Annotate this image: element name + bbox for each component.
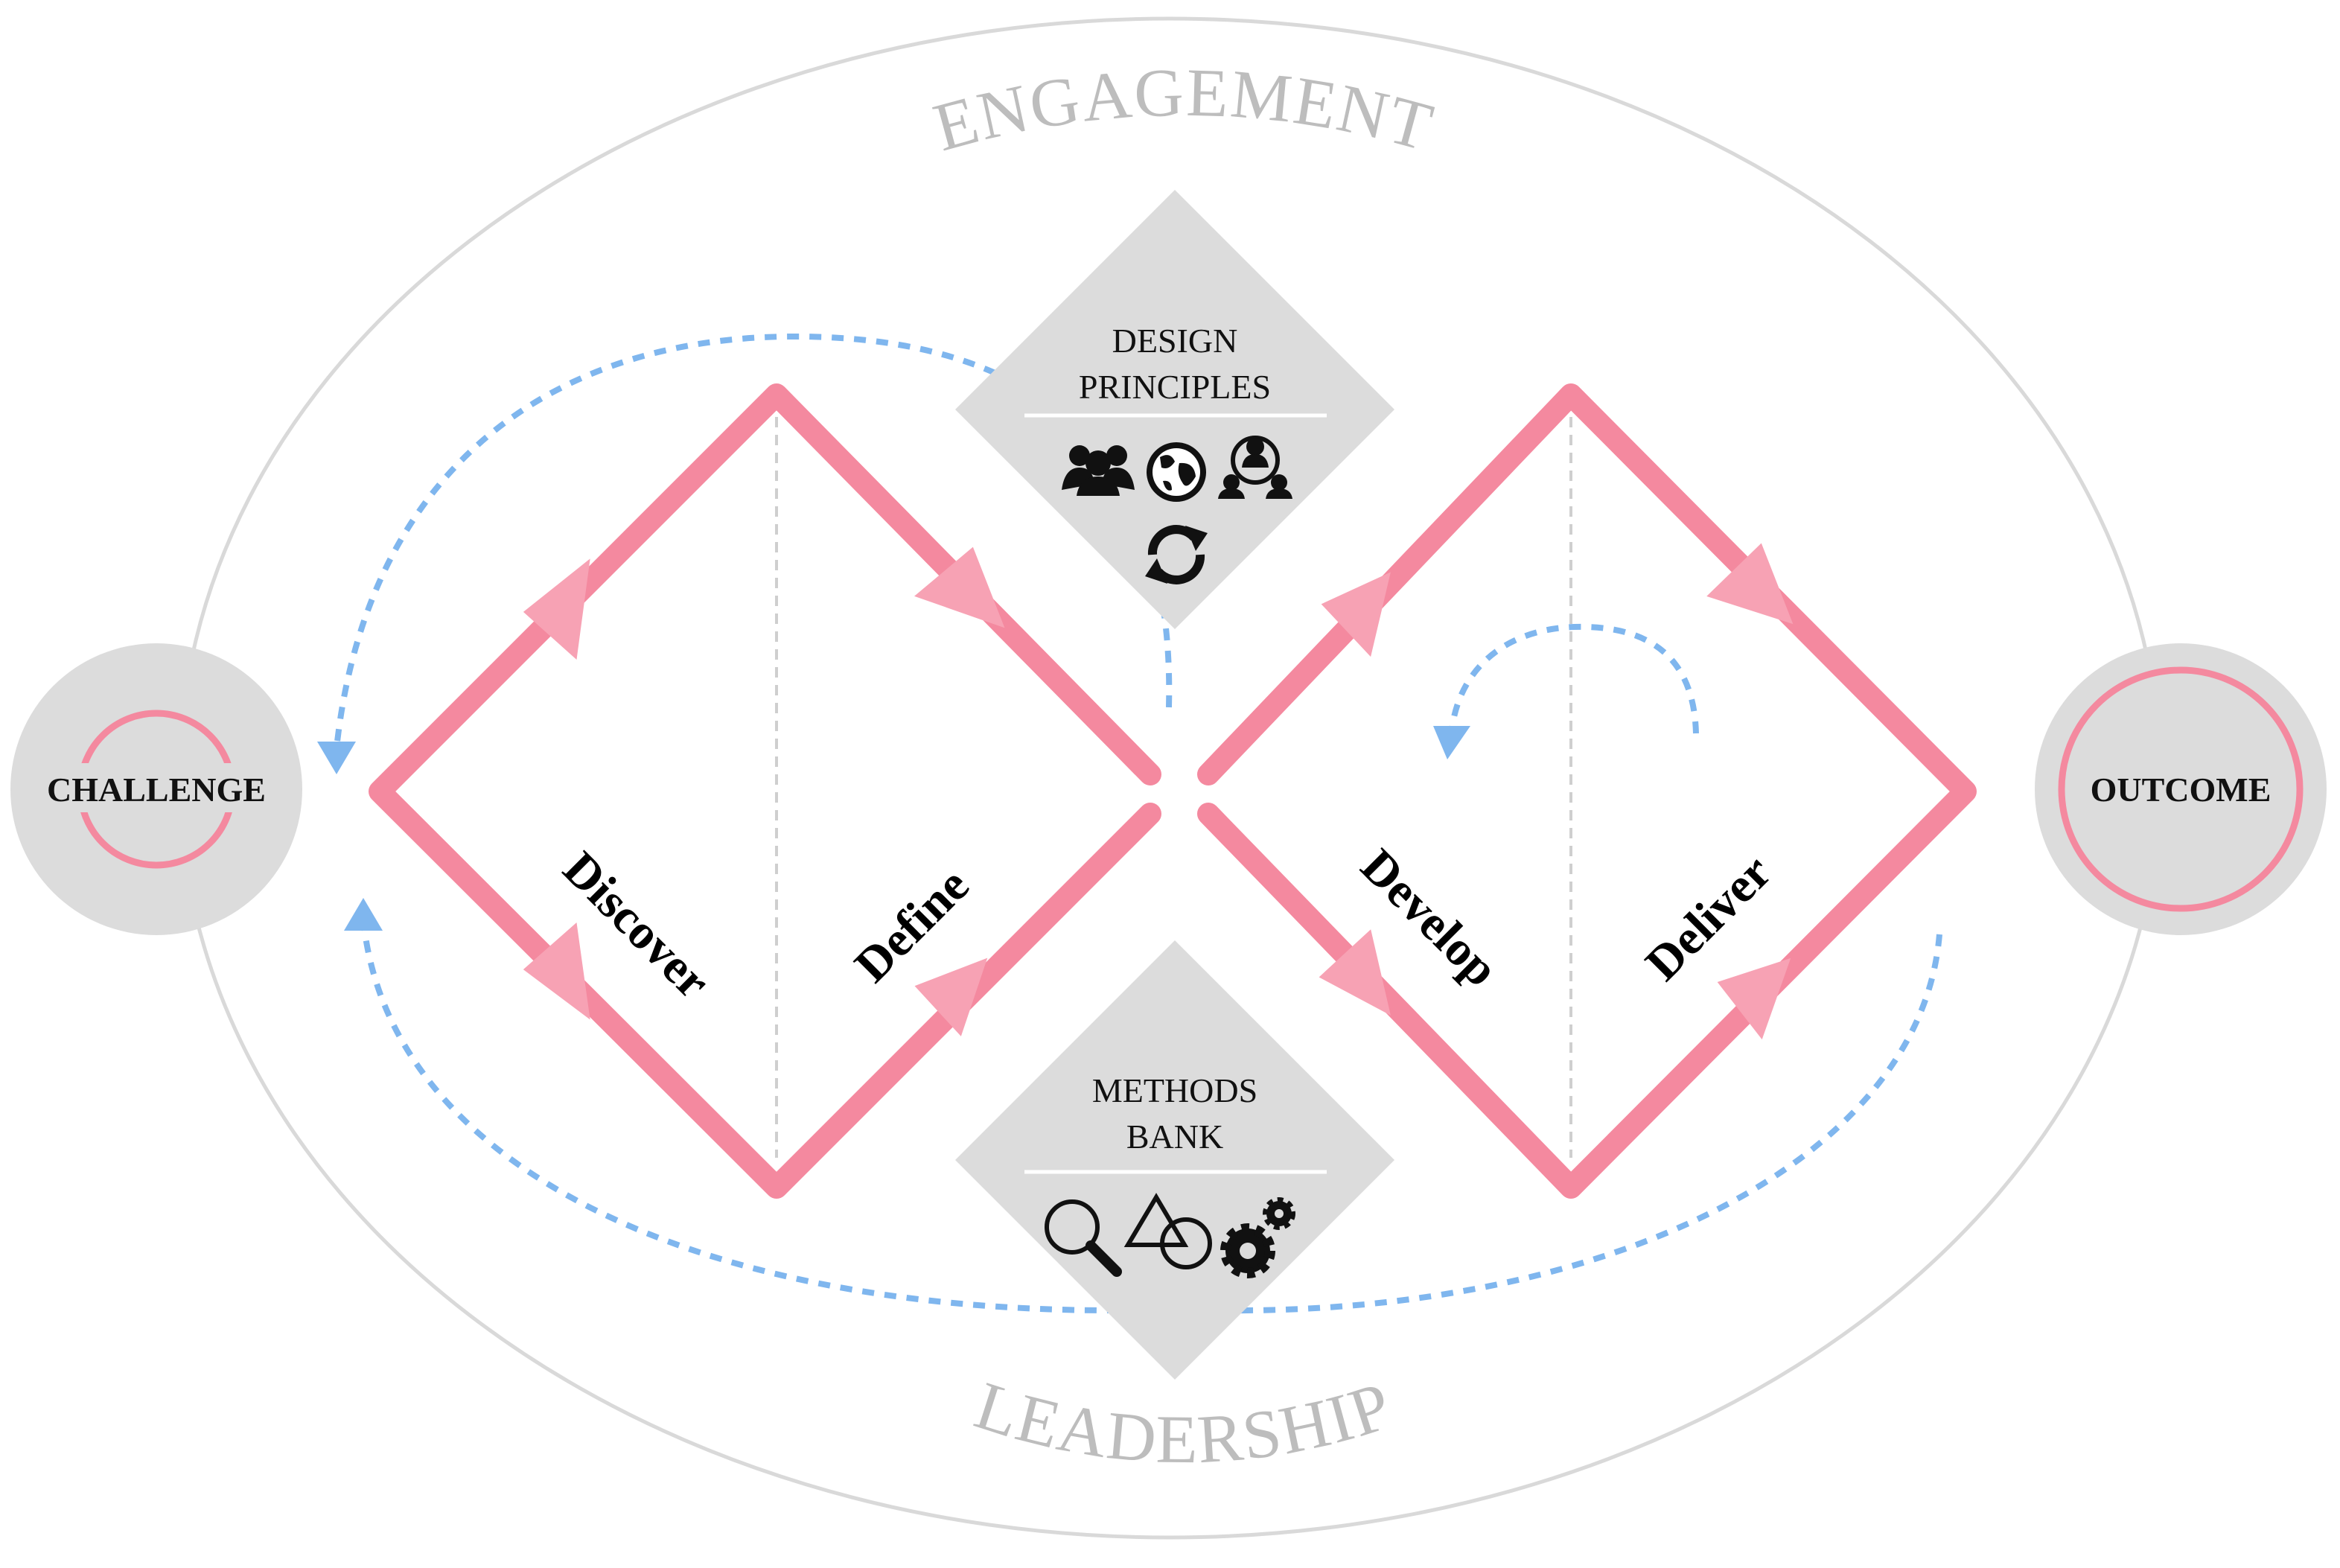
outcome-label: OUTCOME <box>2091 771 2272 809</box>
methods-bank-box: METHODS BANK <box>955 940 1394 1380</box>
design-principles-box: DESIGN PRINCIPLES <box>955 190 1394 629</box>
gears-icon <box>1220 1197 1295 1278</box>
arrowhead-deliver-up <box>1717 957 1791 1040</box>
shapes-icon <box>1123 1193 1212 1269</box>
arrowhead-discover-down <box>523 922 590 1020</box>
phase-dividers <box>775 417 1572 1158</box>
arrowhead-define-down <box>914 546 1005 628</box>
methods-bank-line1: METHODS <box>1092 1071 1257 1109</box>
design-principles-line1: DESIGN <box>1112 322 1238 360</box>
diamond-arrowheads <box>523 543 1794 1040</box>
methods-bank-line2: BANK <box>1126 1118 1223 1156</box>
loop-inner-right <box>1449 623 1699 734</box>
arrowhead-develop-down <box>1319 929 1391 1016</box>
arrowhead-develop-up <box>1321 572 1391 657</box>
challenge-node: CHALLENGE <box>10 643 302 935</box>
engagement-label: ENGAGEMENT <box>926 54 1442 165</box>
arrowhead-define-up <box>914 957 988 1036</box>
diamond-1 <box>369 383 1161 1199</box>
magnifier-icon <box>1045 1199 1122 1277</box>
diamond-2 <box>1197 383 1977 1199</box>
design-principles-line2: PRINCIPLES <box>1079 368 1271 406</box>
refresh-icon <box>1145 525 1208 584</box>
challenge-label: CHALLENGE <box>47 771 266 809</box>
network-people-icon <box>1218 436 1292 499</box>
arrowhead-deliver-down <box>1706 543 1794 625</box>
leadership-label: LEADERSHIP <box>966 1367 1400 1478</box>
double-diamond <box>369 383 1977 1199</box>
loop-arrowhead-challenge-top <box>317 742 356 774</box>
outcome-node: OUTCOME <box>2035 643 2327 935</box>
loop-arrowhead-inner <box>1433 726 1470 759</box>
people-group-icon <box>1062 445 1135 496</box>
center-gap <box>1157 771 1202 816</box>
loop-arrowheads <box>317 726 1470 931</box>
loop-arrowhead-challenge-bottom <box>344 898 383 931</box>
arrowhead-discover-up <box>523 558 590 660</box>
globe-icon <box>1147 442 1206 502</box>
